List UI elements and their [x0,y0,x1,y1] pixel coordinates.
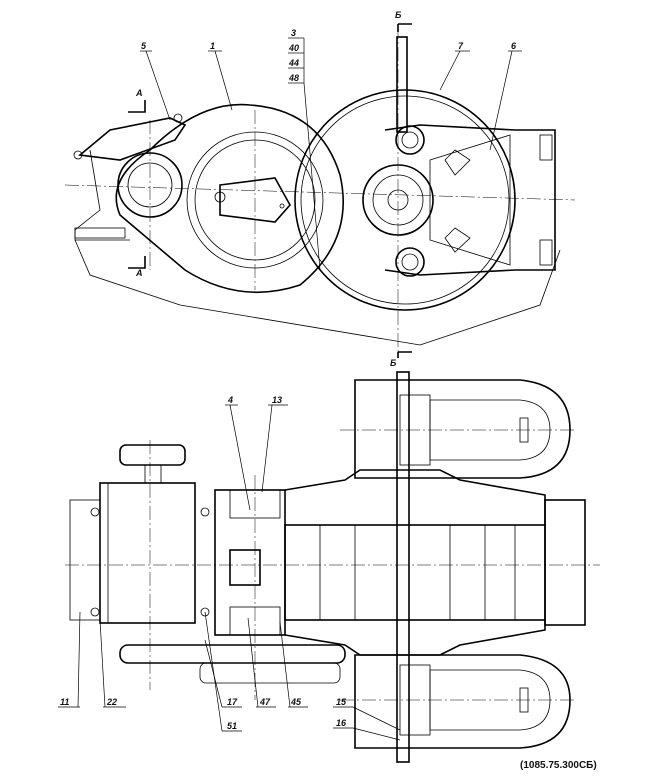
housing-1 [115,103,344,294]
motor-body [99,482,196,624]
gear-case-top [284,469,546,525]
main-shaft [396,371,410,763]
base-plate [74,227,126,239]
callout-3: 3 [291,28,296,38]
section-b-top-label: Б [395,10,402,20]
callout-47: 47 [259,697,271,707]
eye-upper [395,125,425,155]
bracket-bolt [73,150,83,160]
bearing-cap-top [229,489,281,519]
mount-bolt-2 [90,607,100,617]
top-view [64,25,576,355]
lower-arm [354,654,571,749]
section-b-bottom-mark [397,351,412,358]
motor-neck [144,464,162,484]
lug-lower [539,239,553,266]
section-a-top-label: А [135,88,143,98]
leader-16 [352,727,401,741]
bracket-5 [78,117,187,161]
bracket-bolt-2 [173,113,183,123]
lug-upper [539,134,553,161]
callout-48: 48 [288,73,299,83]
vertical-rod [396,36,408,133]
end-cap [544,499,586,626]
leader-5 [145,50,171,121]
section-a-bottom-mark [128,256,146,269]
gear-case-bottom [284,620,546,656]
disc-7 [294,89,516,311]
leader-group [303,82,321,271]
callout-45: 45 [290,697,302,707]
plate-bolt [214,191,226,203]
gear-train [284,524,546,621]
section-marks-top: А А Б Б [128,10,412,368]
drawing-code: (1085.75.300СБ) [520,760,597,771]
crosshead-web [429,134,511,266]
callout-15: 15 [336,697,347,707]
callout-1: 1 [210,41,215,51]
bearing-housing-13 [214,489,286,636]
slot-upper [444,149,471,176]
centerline-h-top [64,184,576,201]
plate-pin [279,203,285,209]
callout-13: 13 [272,395,282,405]
eye-upper-pin [401,131,419,149]
upper-arm [354,379,571,479]
callout-7: 7 [458,41,464,51]
base-outline [74,239,561,346]
leader-45 [279,621,291,708]
callouts-top: 5 1 3 40 44 48 7 6 [140,28,522,271]
callout-22: 22 [106,697,117,707]
belt-pulley [119,644,346,664]
mount-bolt-4 [200,607,210,617]
leader-13 [261,404,273,493]
pulley-left-hub [127,162,173,208]
leader-1 [214,50,233,111]
leader-11 [77,611,81,708]
leader-6 [489,50,513,151]
bracket-base [74,149,130,241]
callout-40: 40 [288,43,299,53]
section-b-top-mark [397,23,412,32]
shaft-square [229,549,261,586]
callout-17: 17 [227,697,238,707]
leader-4 [229,404,251,511]
section-b-bottom-label: Б [390,358,397,368]
callout-5: 5 [141,41,147,51]
disc-7-inner [300,95,510,305]
callout-6: 6 [511,41,517,51]
leader-47 [247,617,259,708]
mount-bolt-3 [200,507,210,517]
slot-lower [444,227,471,253]
leader-22 [99,619,106,708]
section-a-top-mark [128,100,146,113]
eye-lower [395,247,425,277]
motor-mount [69,499,101,621]
leader-7 [439,50,461,91]
callout-44: 44 [288,58,299,68]
eye-lower-pin [401,253,419,271]
cover-plate [219,177,291,223]
bottom-view [65,371,600,763]
callout-4: 4 [227,395,233,405]
callouts-bottom: 4 13 11 22 17 51 47 45 15 16 [58,395,401,741]
leader-51 [204,611,223,732]
section-a-bottom-label: А [135,268,143,278]
mount-bolt-1 [90,507,100,517]
callout-51: 51 [227,721,237,731]
crosshead-6 [384,124,556,276]
callout-11: 11 [60,697,69,707]
sheave [199,662,341,684]
motor-fan [119,444,186,466]
leader-15 [352,706,401,731]
callout-16: 16 [336,718,347,728]
